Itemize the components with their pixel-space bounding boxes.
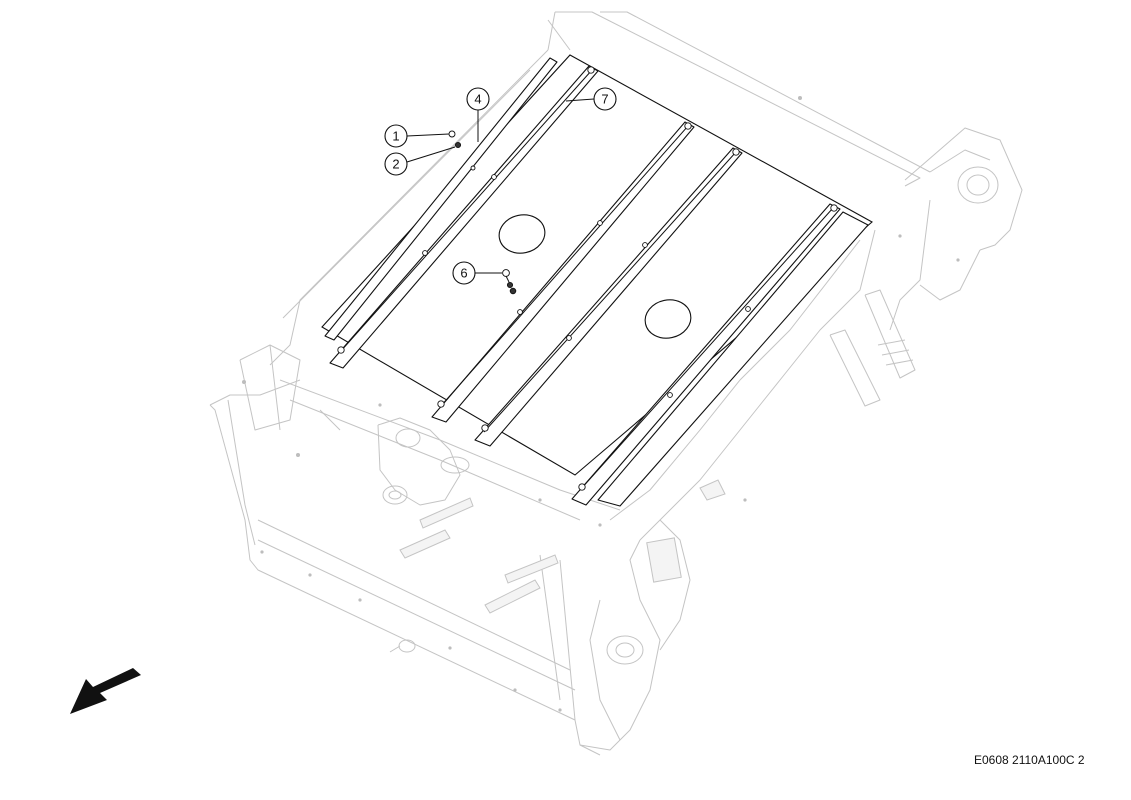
callout-1-label: 1 (392, 129, 399, 144)
washer-item-2 (454, 141, 462, 149)
callout-7-circle (593, 87, 617, 111)
access-hole-upper (498, 214, 546, 254)
rail-b (329, 65, 599, 369)
fasteners (448, 130, 517, 295)
rails (324, 57, 869, 507)
rail-f (597, 211, 869, 507)
callout-6-label: 6 (460, 266, 467, 281)
callouts: 1 2 4 6 7 (384, 87, 617, 285)
direction-arrow-icon (70, 668, 141, 714)
callout-4-label: 4 (474, 92, 481, 107)
access-hole-lower (644, 299, 692, 339)
callout-1-circle (384, 124, 408, 148)
washer-item-6a (506, 281, 514, 289)
bolt-item-6 (502, 269, 510, 277)
callout-7-label: 7 (601, 92, 608, 107)
frame-ghost (209, 11, 1023, 756)
bolt-item-1 (448, 130, 456, 138)
callout-4-circle (466, 87, 490, 111)
nut-item-6b (509, 287, 517, 295)
rail-a (324, 57, 558, 341)
drawing-code: E0608 2110A100C 2 (974, 753, 1085, 767)
callout-6-circle (452, 261, 476, 285)
callout-2-circle (384, 152, 408, 176)
callout-2-label: 2 (392, 157, 399, 172)
